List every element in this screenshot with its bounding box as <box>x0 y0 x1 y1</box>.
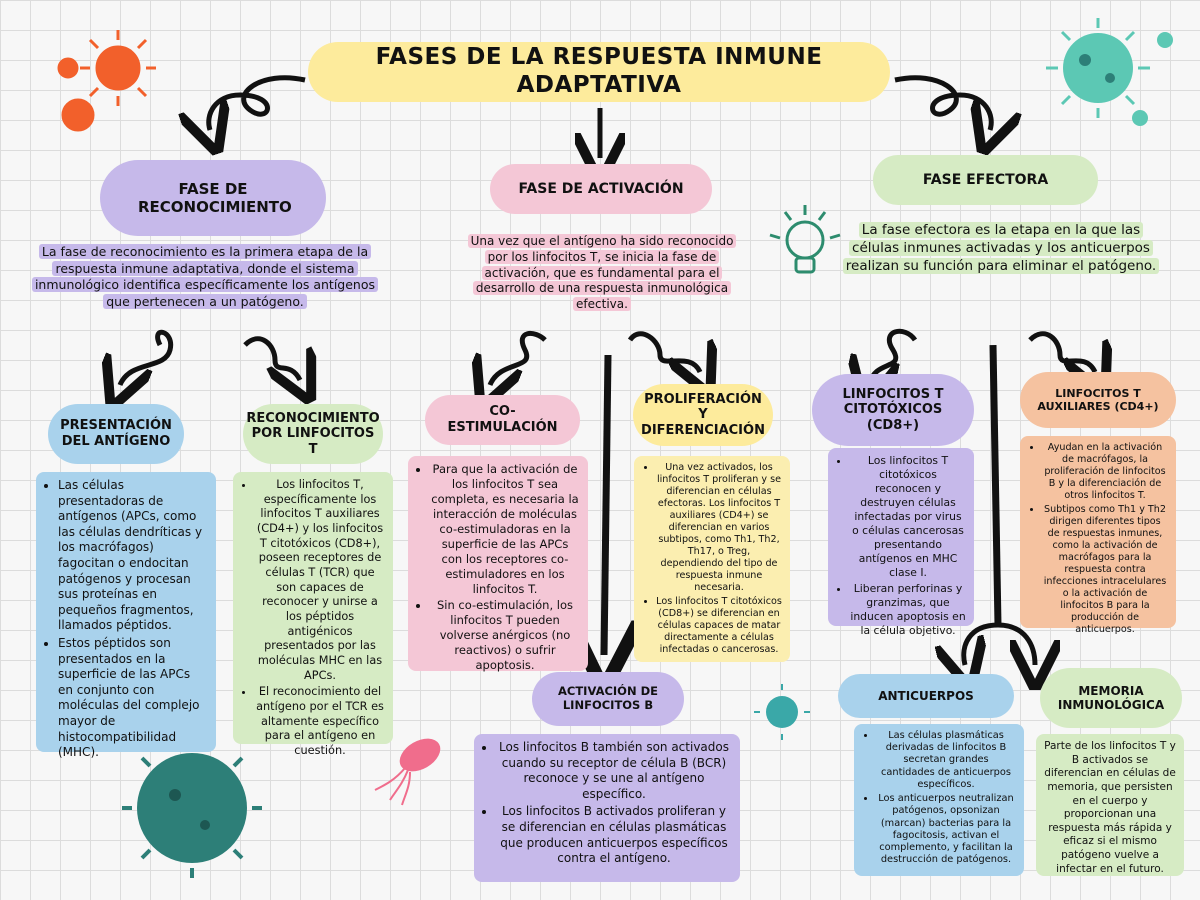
arrow-icon <box>870 328 918 383</box>
arrow-icon <box>989 344 1002 626</box>
arrow-icon <box>964 622 999 665</box>
proliferation-box: Una vez activados, los linfocitos T prol… <box>634 456 790 662</box>
t-recognition-title: RECONOCIMIENTO POR LINFOCITOS T <box>243 404 383 464</box>
list-item: Los linfocitos T citotóxicos (CD8+) se d… <box>656 596 782 656</box>
b-activation-title: ACTIVACIÓN DE LINFOCITOS B <box>532 672 684 726</box>
list-item: Subtipos como Th1 y Th2 dirigen diferent… <box>1042 504 1168 636</box>
phase-activation-text: Una vez que el antígeno ha sido reconoci… <box>462 234 742 313</box>
list-item: Los linfocitos T citotóxicos reconocen y… <box>850 454 966 580</box>
costimulation-title: CO-ESTIMULACIÓN <box>425 395 580 445</box>
memory-box: Parte de los linfocitos T y B activados … <box>1036 734 1184 876</box>
arrow-icon <box>120 329 174 385</box>
lightbulb-icon <box>769 205 841 274</box>
memory-title: MEMORIA INMUNOLÓGICA <box>1040 668 1182 728</box>
phase-recognition-title: FASE DE RECONOCIMIENTO <box>100 160 326 236</box>
list-item: Una vez activados, los linfocitos T prol… <box>656 462 782 594</box>
arrow-icon <box>894 75 991 130</box>
virus-icon <box>1046 18 1173 126</box>
antigen-presentation-box: Las células presentadoras de antígenos (… <box>36 472 216 759</box>
list-item: Los linfocitos B activados proliferan y … <box>496 804 732 866</box>
cytotoxic-box: Los linfocitos T citotóxicos reconocen y… <box>828 448 974 637</box>
list-item: Estos péptidos son presentados en la sup… <box>58 636 208 761</box>
list-item: Los linfocitos T, específicamente los li… <box>255 478 385 683</box>
b-activation-box: Los linfocitos B también son activados c… <box>474 734 740 882</box>
phase-activation-title: FASE DE ACTIVACIÓN <box>490 164 712 214</box>
proliferation-title: PROLIFERACIÓN Y DIFERENCIACIÓN <box>633 384 773 446</box>
arrow-icon <box>1028 331 1095 372</box>
antibodies-title: ANTICUERPOS <box>838 674 1014 718</box>
virus-icon <box>754 684 810 740</box>
arrow-icon <box>243 336 300 380</box>
arrow-icon <box>209 75 306 130</box>
list-item: Ayudan en la activación de macrófagos, l… <box>1042 442 1168 502</box>
list-item: Liberan perforinas y granzimas, que indu… <box>850 582 966 638</box>
t-recognition-box: Los linfocitos T, específicamente los li… <box>233 472 393 757</box>
list-item: El reconocimiento del antígeno por el TC… <box>255 685 385 758</box>
helper-title: LINFOCITOS T AUXILIARES (CD4+) <box>1020 372 1176 428</box>
antibodies-box: Las células plasmáticas derivadas de lin… <box>854 724 1024 876</box>
list-item: Los anticuerpos neutralizan patógenos, o… <box>876 793 1016 866</box>
phase-effector-title: FASE EFECTORA <box>873 155 1098 205</box>
virus-icon <box>57 30 156 132</box>
arrow-icon <box>997 622 1035 665</box>
helper-box: Ayudan en la activación de macrófagos, l… <box>1020 436 1176 635</box>
list-item: Sin co-estimulación, los linfocitos T pu… <box>430 598 580 673</box>
list-item: Las células plasmáticas derivadas de lin… <box>876 730 1016 791</box>
list-item: Las células presentadoras de antígenos (… <box>58 478 208 634</box>
bacteria-icon <box>374 738 441 806</box>
virus-icon <box>122 738 262 878</box>
arrow-icon <box>604 354 608 655</box>
list-item: Para que la activación de los linfocitos… <box>430 462 580 596</box>
page-title: FASES DE LA RESPUESTA INMUNE ADAPTATIVA <box>308 42 890 102</box>
arrow-icon <box>627 331 700 372</box>
arrow-icon <box>490 331 547 385</box>
antigen-presentation-title: PRESENTACIÓN DEL ANTÍGENO <box>48 404 184 464</box>
cytotoxic-title: LINFOCITOS T CITOTÓXICOS (CD8+) <box>812 374 974 446</box>
costimulation-box: Para que la activación de los linfocitos… <box>408 456 588 673</box>
phase-recognition-text: La fase de reconocimiento es la primera … <box>20 244 390 310</box>
list-item: Los linfocitos B también son activados c… <box>496 740 732 802</box>
phase-effector-text: La fase efectora es la etapa en la que l… <box>842 222 1160 275</box>
